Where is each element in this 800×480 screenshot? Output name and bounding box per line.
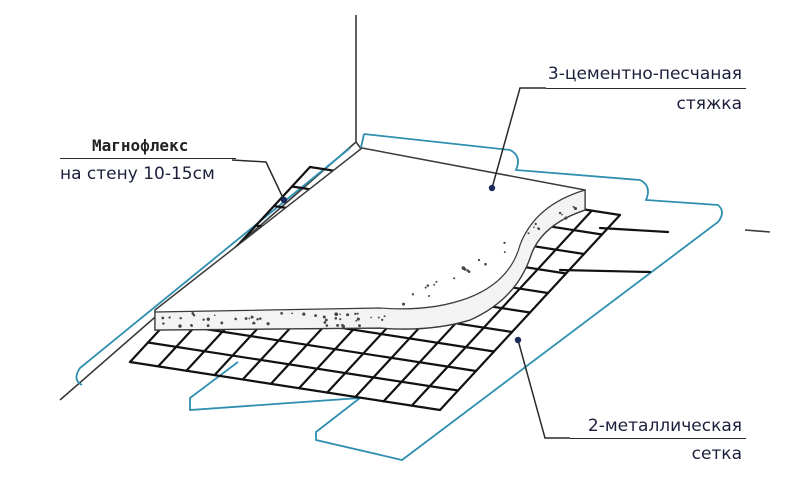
leader-dots xyxy=(280,184,522,344)
screed-label-line1: 3-цементно-песчаная xyxy=(547,64,742,84)
magnoflex-subtitle: на стену 10-15см xyxy=(60,164,215,184)
screed-texture xyxy=(161,205,578,329)
mesh-underline xyxy=(570,438,746,439)
mesh-label-line1: 2-металлическая xyxy=(587,416,742,436)
mesh-label-line2: сетка xyxy=(691,444,742,464)
magnoflex-title: Магнофлекс xyxy=(92,136,189,155)
leader-lines xyxy=(231,87,570,439)
screed-label-line2: стяжка xyxy=(676,94,742,114)
magnoflex-underline xyxy=(60,158,236,159)
screed-slab xyxy=(154,147,586,331)
screed-underline xyxy=(546,88,746,89)
